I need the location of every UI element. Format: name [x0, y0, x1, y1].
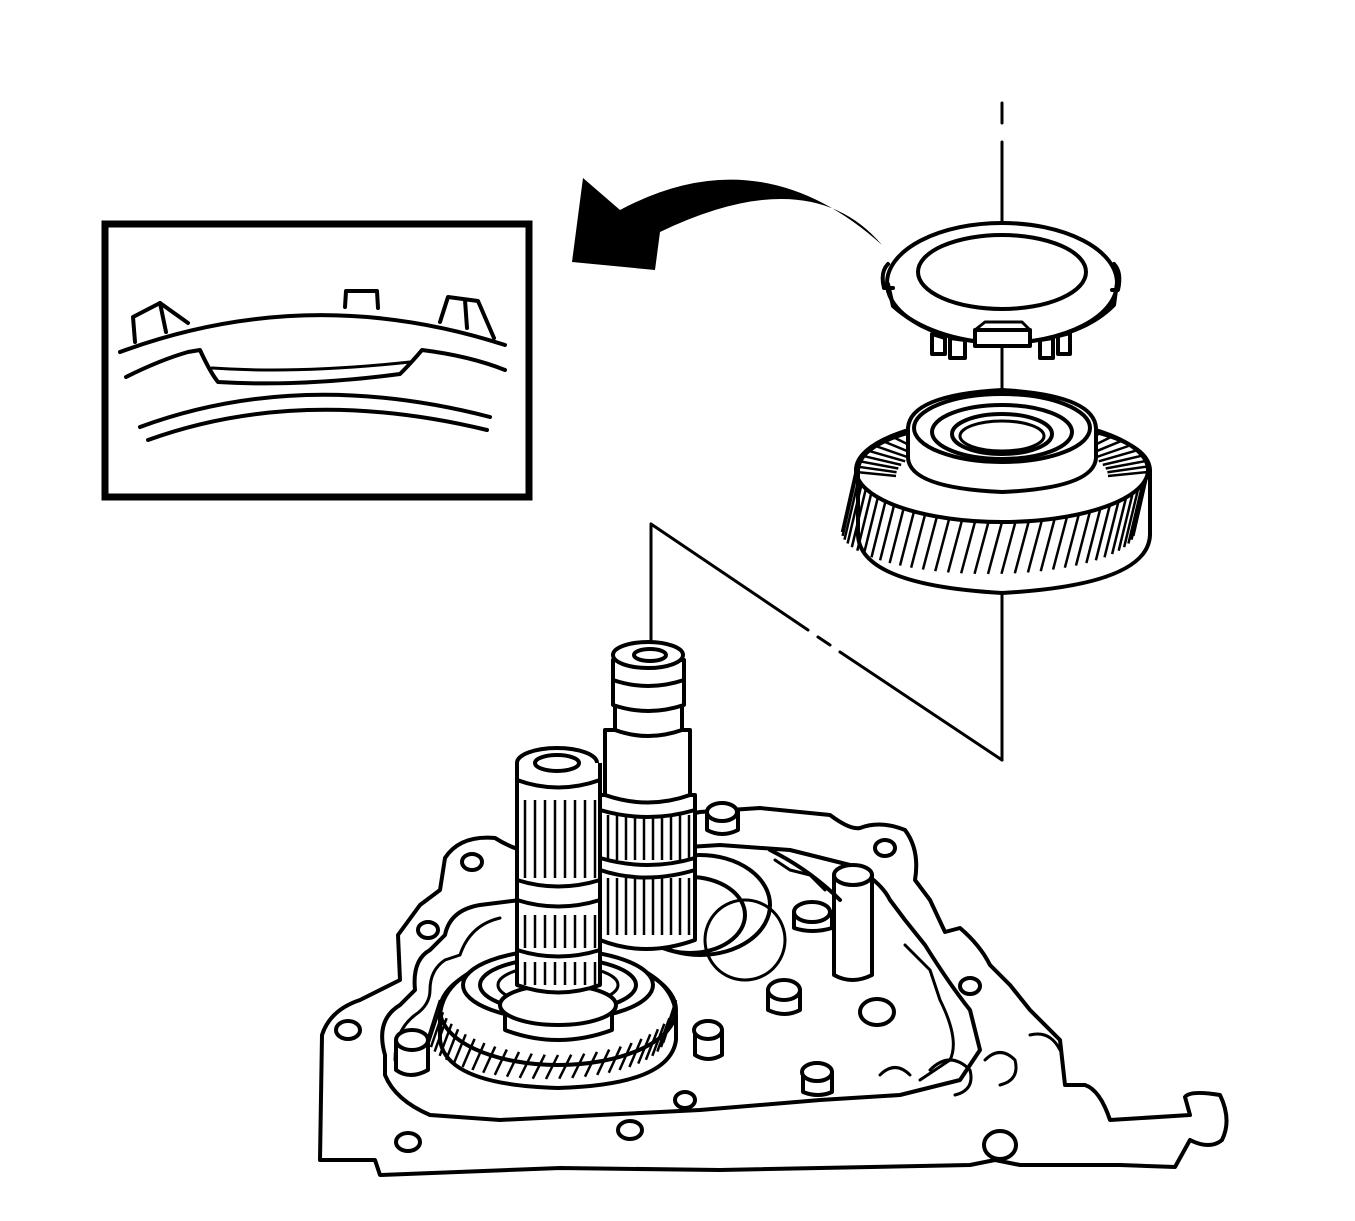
tooth-line	[1110, 497, 1128, 555]
tooth-line	[662, 999, 678, 1039]
output-shaft	[598, 640, 697, 951]
dowel-pin	[832, 863, 874, 982]
tooth-line	[946, 519, 964, 573]
tooth-line	[427, 1005, 442, 1043]
tooth-line	[843, 479, 860, 541]
tooth-line	[426, 999, 442, 1039]
tooth-line	[870, 501, 887, 558]
tooth-line	[1107, 470, 1149, 478]
tooth-line	[571, 1053, 586, 1079]
tooth-line	[444, 1028, 460, 1061]
tooth-line	[898, 511, 916, 566]
tooth-line	[433, 1017, 448, 1052]
tooth-line	[1051, 516, 1069, 570]
tooth-line	[482, 1046, 497, 1074]
tooth-line	[862, 497, 880, 555]
tooth-line	[1085, 508, 1102, 564]
stud-pins	[394, 801, 834, 1097]
tooth-line	[1127, 483, 1144, 544]
tooth-line	[868, 449, 906, 463]
tooth-line	[855, 470, 897, 478]
helical-gear	[840, 388, 1152, 595]
tooth-line	[986, 521, 1004, 575]
tooth-line	[1074, 511, 1092, 566]
tooth-line	[461, 1038, 476, 1068]
tooth-line	[856, 465, 897, 474]
shaft-assembly	[498, 640, 697, 1042]
tooth-line	[544, 1054, 560, 1080]
tooth-line	[1093, 444, 1129, 460]
callout-arrow	[572, 178, 882, 270]
tooth-line	[1000, 521, 1017, 575]
synchronizer-blocker-ring	[880, 221, 1122, 360]
tooth-line	[493, 1049, 508, 1076]
tooth-line	[1102, 454, 1142, 467]
tooth-line	[1103, 501, 1120, 558]
tooth-line	[1039, 518, 1056, 572]
tooth-line	[875, 444, 911, 460]
tooth-line	[1107, 465, 1148, 474]
tooth-line	[637, 1033, 652, 1065]
tooth-line	[628, 1038, 643, 1068]
tooth-line	[1132, 469, 1150, 533]
tooth-line	[858, 459, 899, 470]
tooth-line	[651, 1023, 666, 1057]
tooth-line	[1117, 492, 1134, 552]
tooth-line	[841, 474, 858, 537]
tooth-line	[1026, 519, 1044, 573]
tooth-line	[921, 516, 939, 570]
tooth-line	[438, 1023, 453, 1057]
tooth-line	[558, 1054, 573, 1080]
detail-inset	[101, 220, 533, 501]
tooth-line	[846, 483, 863, 544]
tooth-line	[1098, 449, 1136, 463]
tooth-line	[856, 492, 873, 552]
tooth-line	[531, 1054, 546, 1080]
tooth-line	[644, 1028, 660, 1061]
tooth-line	[878, 504, 896, 561]
tooth-line	[583, 1051, 599, 1078]
tooth-line	[1094, 504, 1112, 561]
tooth-line	[505, 1051, 521, 1078]
tooth-line	[1105, 459, 1146, 470]
tooth-line	[840, 469, 858, 533]
tooth-line	[909, 513, 927, 569]
tooth-line	[607, 1046, 622, 1074]
tooth-line	[596, 1049, 611, 1076]
tooth-line	[959, 520, 977, 574]
tooth-line	[862, 454, 902, 467]
tooth-line	[850, 488, 868, 548]
tooth-line	[471, 1042, 486, 1071]
tooth-line	[1013, 520, 1031, 574]
tooth-line	[888, 508, 905, 564]
tooth-line	[973, 521, 990, 575]
tooth-line	[452, 1033, 467, 1065]
input-shaft	[498, 746, 618, 1042]
tooth-line	[618, 1042, 633, 1071]
tooth-line	[934, 518, 951, 572]
tooth-line	[1063, 513, 1081, 569]
tooth-line	[1122, 488, 1140, 548]
tooth-line	[429, 1011, 445, 1048]
tooth-line	[518, 1053, 533, 1079]
